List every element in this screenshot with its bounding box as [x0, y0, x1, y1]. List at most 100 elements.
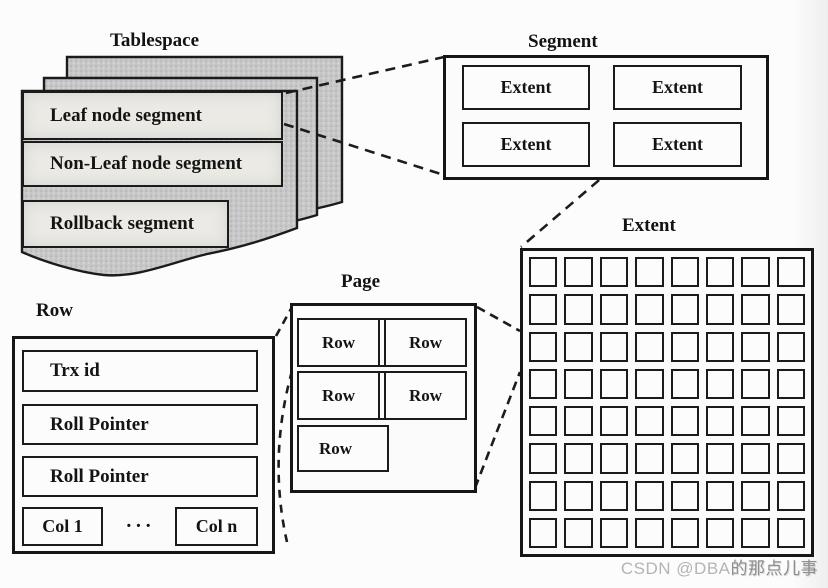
row-col-ellipsis: ··· [125, 515, 155, 537]
row-field-label: Roll Pointer [50, 465, 149, 487]
extent-item-label: Extent [652, 77, 703, 97]
watermark-handle: 的那点儿事 [730, 559, 818, 578]
extent-page-cell [529, 406, 558, 437]
row-col-first: Col 1 [22, 507, 103, 546]
row-col-label: Col 1 [42, 516, 83, 536]
extent-page-cell [564, 443, 593, 474]
page-row-label: Row [319, 438, 353, 458]
segment-extent-item: Extent [462, 65, 590, 110]
extent-page-cell [705, 294, 735, 325]
extent-page-cell [599, 443, 629, 474]
extent-page-cell [776, 331, 805, 362]
extent-grid [529, 257, 805, 548]
connector-segment-extent [520, 168, 613, 248]
extent-page-cell [741, 331, 770, 362]
extent-page-cell [564, 257, 593, 288]
bar-label: Leaf node segment [50, 104, 202, 126]
connector-page-row-top [274, 306, 294, 337]
extent-page-cell [635, 517, 664, 548]
segment-extent-item: Extent [462, 122, 590, 167]
page-title: Page [341, 271, 381, 292]
row-col-label: Col n [195, 516, 238, 536]
extent-page-cell [670, 480, 699, 511]
extent-page-cell [741, 406, 770, 437]
extent-page-cell [599, 294, 629, 325]
page-row-divider [378, 320, 386, 365]
page-row-divider [378, 373, 386, 418]
extent-page-cell [564, 368, 593, 399]
extent-page-cell [529, 480, 558, 511]
extent-page-cell [599, 331, 629, 362]
extent-page-cell [529, 294, 558, 325]
row-title: Row [36, 300, 73, 321]
extent-page-cell [564, 517, 593, 548]
page-row-label: Row [321, 385, 356, 405]
extent-page-cell [635, 294, 664, 325]
extent-page-cell [635, 257, 664, 288]
extent-page-cell [776, 368, 805, 399]
extent-page-cell [635, 480, 664, 511]
extent-page-cell [741, 517, 770, 548]
extent-page-cell [635, 443, 664, 474]
page-box: Row Row Row Row Row [290, 303, 477, 493]
segment-extent-item: Extent [613, 122, 742, 167]
watermark-site: CSDN @DBA [620, 559, 731, 578]
extent-page-cell [670, 443, 699, 474]
connector-page-row-bottom [277, 370, 294, 543]
tablespace-bar-rollback-segment: Rollback segment [22, 200, 229, 248]
page-row-cell: Row [386, 320, 465, 365]
tablespace-bar-non-leaf-node-segment: Non-Leaf node segment [22, 141, 283, 187]
page-row-cell: Row [299, 320, 378, 365]
extent-page-cell [564, 294, 593, 325]
extent-box [520, 248, 814, 557]
extent-page-cell [705, 517, 735, 548]
extent-page-cell [705, 443, 735, 474]
extent-page-cell [599, 257, 629, 288]
extent-page-cell [599, 406, 629, 437]
extent-page-cell [705, 257, 735, 288]
extent-page-cell [741, 480, 770, 511]
extent-page-cell [776, 443, 805, 474]
bar-label: Rollback segment [50, 213, 195, 234]
row-box: Trx id Roll Pointer Roll Pointer Col 1 ·… [12, 336, 275, 554]
extent-page-cell [635, 368, 664, 399]
row-field-trx-id: Trx id [22, 350, 258, 392]
page-row-pair: Row Row [297, 371, 467, 420]
extent-page-cell [635, 331, 664, 362]
extent-page-cell [670, 406, 699, 437]
row-field-label: Roll Pointer [50, 413, 149, 435]
bar-label: Non-Leaf node segment [50, 153, 243, 174]
extent-page-cell [670, 257, 699, 288]
extent-page-cell [599, 517, 629, 548]
extent-page-cell [670, 294, 699, 325]
row-field-roll-pointer-1: Roll Pointer [22, 404, 258, 445]
connector-extent-page-top [476, 305, 521, 333]
extent-page-cell [670, 368, 699, 399]
extent-item-label: Extent [500, 134, 552, 154]
row-col-last: Col n [175, 507, 258, 546]
extent-page-cell [705, 331, 735, 362]
watermark: CSDN @DBA的那点儿事 [621, 554, 818, 579]
page-row-single: Row [297, 425, 389, 472]
extent-page-cell [776, 406, 805, 437]
extent-item-label: Extent [500, 77, 552, 97]
extent-title: Extent [622, 215, 676, 236]
extent-item-label: Extent [652, 134, 703, 154]
segment-title: Segment [528, 31, 598, 52]
extent-page-cell [529, 257, 558, 288]
page-row-cell: Row [299, 373, 378, 418]
extent-page-cell [599, 480, 629, 511]
extent-page-cell [564, 406, 593, 437]
extent-page-cell [705, 368, 735, 399]
extent-page-cell [529, 517, 558, 548]
page-row-pair: Row Row [297, 318, 467, 367]
extent-page-cell [705, 480, 735, 511]
row-field-roll-pointer-2: Roll Pointer [22, 456, 258, 497]
row-field-label: Trx id [50, 360, 100, 381]
extent-page-cell [776, 257, 805, 288]
extent-page-cell [670, 517, 699, 548]
segment-box: Extent Extent Extent Extent [443, 55, 769, 180]
page-row-label: Row [408, 385, 443, 405]
extent-page-cell [741, 368, 770, 399]
